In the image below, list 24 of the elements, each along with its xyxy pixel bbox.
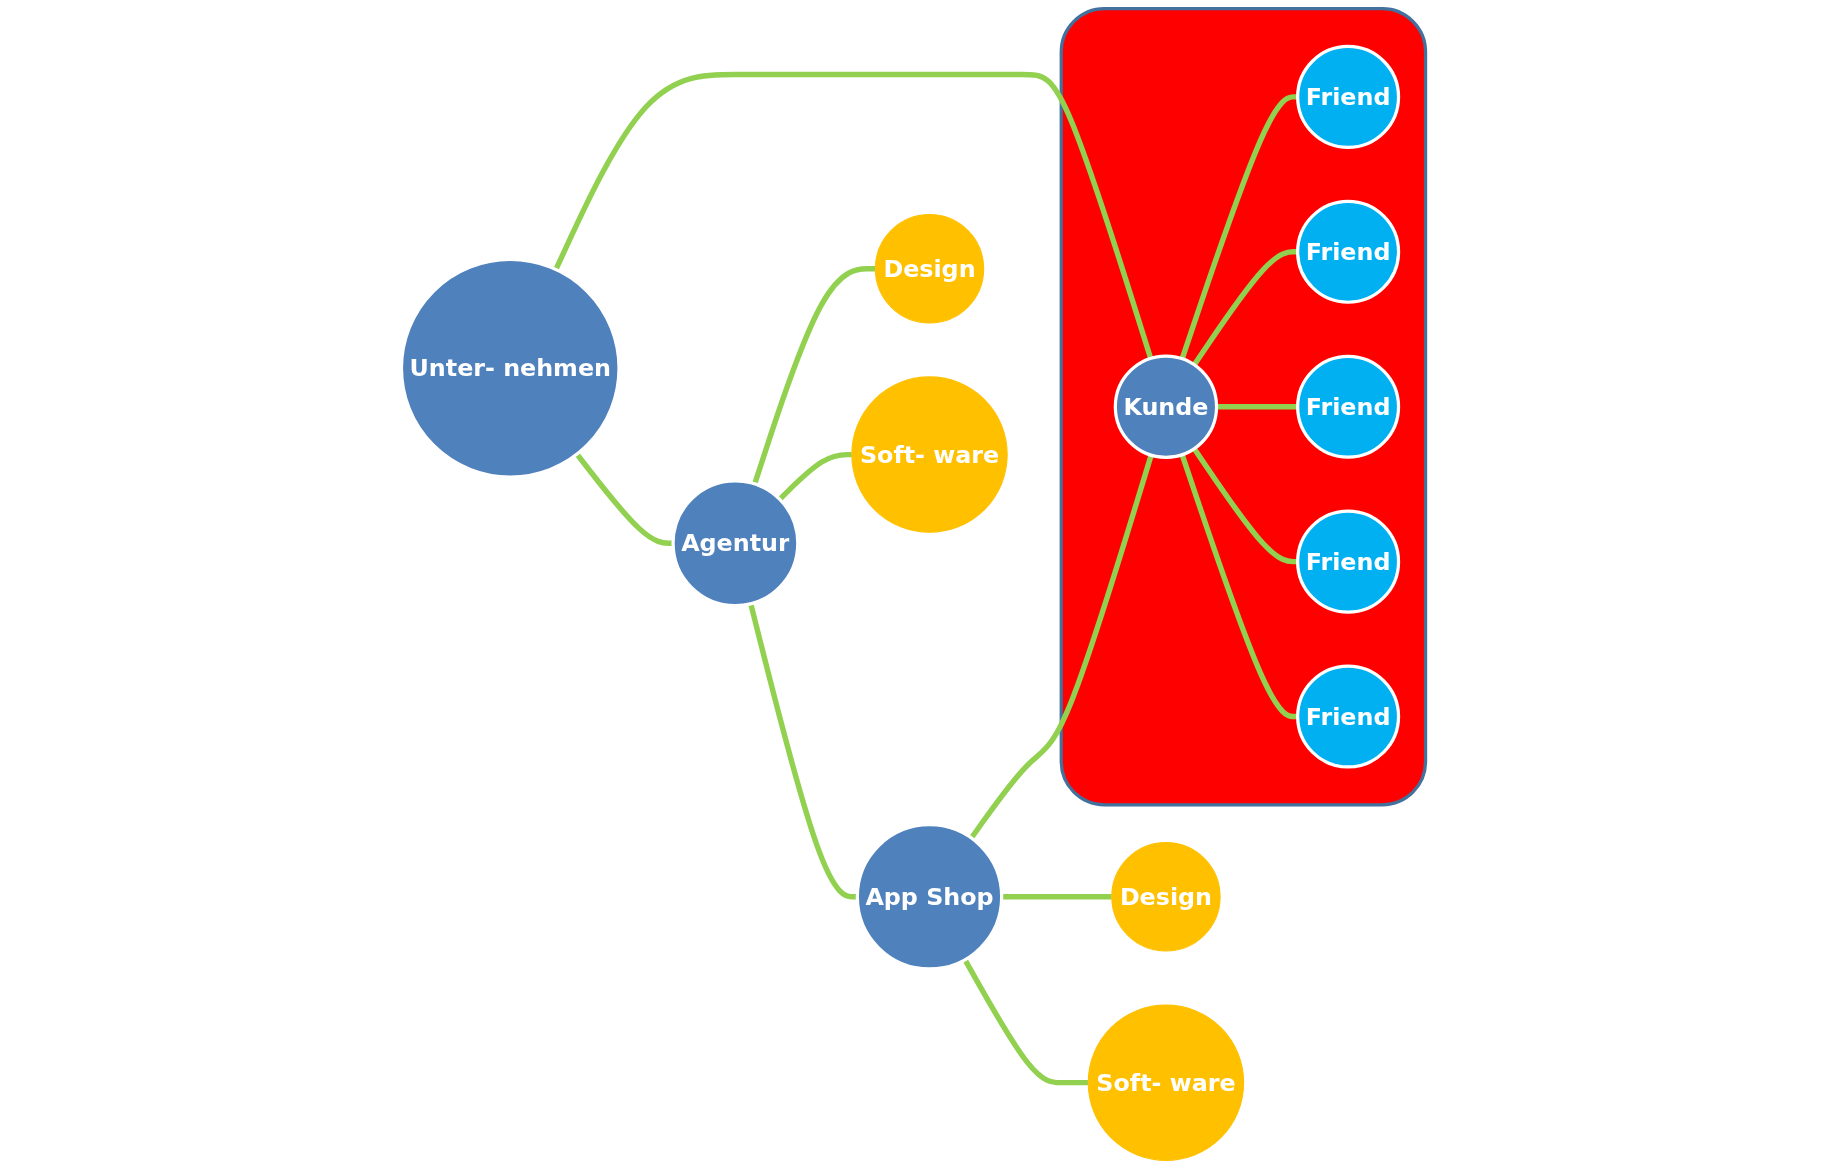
connector [553,71,1154,360]
connector [1192,249,1298,367]
node-circle: Soft- ware [1087,1004,1245,1161]
node-circle: Kunde [1113,354,1219,459]
node-circle: Soft- ware [851,376,1008,533]
connector [969,454,1154,840]
connector [777,451,852,502]
node-circle: Design [874,214,985,324]
connector [1216,404,1298,410]
node-circle: Design [1111,842,1221,952]
node-circle: Friend [1296,199,1401,304]
connector [1001,894,1112,900]
node-circle: Friend [1296,664,1401,769]
node-circle: Friend [1296,354,1401,459]
connector [1192,447,1298,565]
cluster [1059,7,1428,807]
node-circle: App Shop [855,823,1004,971]
node-circle: Friend [1296,44,1401,149]
connector [1179,94,1298,360]
connector [962,958,1089,1086]
node-circle: Agentur [671,479,800,608]
connector [752,266,876,485]
connector [1179,453,1298,720]
node-circle: Friend [1296,509,1401,614]
